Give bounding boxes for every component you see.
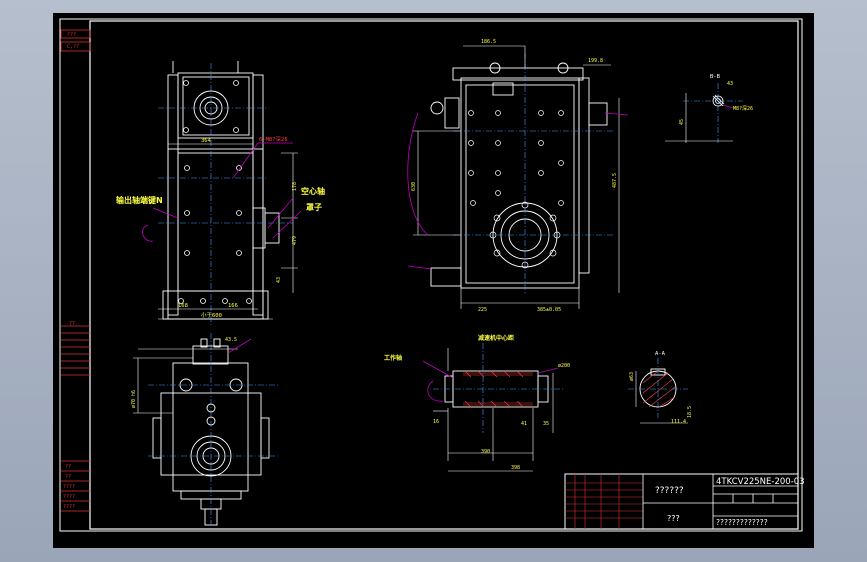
- company-name: ?????????????: [716, 518, 768, 527]
- section-a-dim2: 111.4: [671, 419, 686, 425]
- dim-top-width: 364: [201, 138, 212, 144]
- shaft-dim-5: 35: [543, 421, 549, 427]
- section-b-dim3: 45: [679, 119, 685, 125]
- top-view: 6-M8?深26 364 输出轴端键N 空心轴 罩子 168 166 小于600…: [116, 61, 325, 325]
- drawing-canvas[interactable]: ??? C,?? ?? ?? ?? ???? ???? ????: [53, 13, 814, 548]
- section-a-dim3: 18.5: [687, 406, 693, 418]
- dim-bottom-total: 小于600: [201, 311, 222, 319]
- elev-dim-top2: 199.8: [588, 58, 603, 64]
- side-dim-top: 43.5: [225, 337, 237, 343]
- shaft-dim-3: 16: [433, 419, 439, 425]
- front-elevation: 186.5 199.8 630 487.5 225 385±0.05: [407, 39, 629, 313]
- section-a: A-A ø63 111.4 18.5: [628, 351, 693, 425]
- cover-note: 罩子: [306, 202, 322, 212]
- shaft-dim-1: 390: [481, 449, 490, 455]
- dim-v3: 43: [276, 277, 282, 283]
- dim-bottom-left: 168: [178, 303, 188, 309]
- section-a-dim1: ø63: [629, 372, 635, 381]
- elev-dim-left: 630: [411, 182, 417, 191]
- left-bottom-label-5: ????: [63, 504, 75, 510]
- left-top-label-2: C,??: [67, 44, 79, 50]
- left-bottom-label-2: ??: [65, 474, 71, 480]
- left-mid-label: ??: [69, 321, 75, 327]
- elev-dim-top: 186.5: [481, 39, 496, 45]
- shaft-note: 工作轴: [384, 354, 402, 362]
- output-shaft-note: 输出轴端键N: [116, 195, 163, 205]
- title-block: 4TKCV225NE-200-03 ?????? ??? ???????????…: [564, 473, 805, 530]
- shaft-dim-2: 398: [511, 465, 520, 471]
- side-view: 43.5 ø70 h6: [131, 333, 278, 528]
- section-b-dim2: M8?深26: [733, 105, 753, 112]
- shaft-title: 减速机中心距: [478, 334, 514, 342]
- dim-v2: 479: [292, 236, 298, 245]
- inner-border: [89, 20, 799, 530]
- outer-border: [59, 18, 803, 532]
- drawing-svg: ??? C,?? ?? ?? ?? ???? ???? ????: [59, 18, 805, 532]
- elev-dim-bottom-right: 385±0.05: [537, 307, 561, 313]
- side-dim-left: ø70 h6: [131, 390, 137, 408]
- left-top-label-1: ???: [67, 32, 76, 38]
- section-a-label: A-A: [655, 351, 666, 357]
- hollow-shaft-note: 空心轴: [301, 186, 325, 196]
- left-bottom-label-1: ??: [65, 464, 71, 470]
- flange-bolt-note: 6-M8?深26: [259, 135, 288, 143]
- shaft-dim-6: ø200: [558, 363, 570, 369]
- drawing-number: 4TKCV225NE-200-03: [716, 477, 805, 487]
- drawing-name: ??????: [655, 486, 684, 496]
- dim-v1: 178: [292, 182, 298, 191]
- left-strip: ??? C,?? ?? ?? ?? ???? ???? ????: [60, 21, 91, 529]
- section-b-label: B-B: [710, 74, 721, 80]
- shaft-dim-4: 41: [521, 421, 527, 427]
- elev-dim-bottom-left: 225: [478, 307, 487, 313]
- section-b: B-B 43 M8?深26 45: [665, 74, 753, 143]
- section-b-dim1: 43: [727, 81, 733, 87]
- dim-bottom-mid: 166: [228, 303, 238, 309]
- elev-dim-right: 487.5: [612, 173, 618, 188]
- material: ???: [667, 514, 680, 523]
- shaft-view: 减速机中心距 工作轴: [384, 334, 570, 472]
- left-bottom-label-4: ????: [63, 494, 75, 500]
- left-bottom-label-3: ????: [63, 484, 75, 490]
